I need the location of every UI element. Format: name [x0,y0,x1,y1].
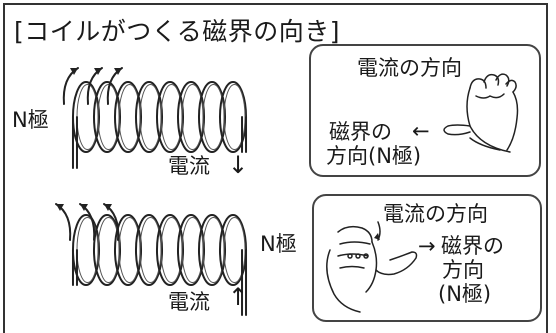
lower-coil-turn [176,214,206,286]
lower-current-label: 電流 [168,290,210,314]
right-hand-thumb-right-icon [326,221,418,313]
upper-coil-illustration [62,67,248,169]
upper-field-arrow-icon: ← [412,119,430,143]
upper-coil-turn [113,81,143,153]
upper-field-label-line2: 方向(N極) [326,144,422,168]
upper-hand-panel [309,44,541,177]
lower-field-arrowhead [104,204,112,211]
right-hand-thumb-left-icon [443,73,519,153]
lower-coil-turn [197,214,227,286]
upper-coil-turn [92,81,122,153]
lower-coil-turn [155,214,185,286]
lower-field-label-line3: (N極) [438,282,492,306]
lower-coil-turn [134,214,164,286]
upper-field-arrowhead [70,68,78,75]
upper-coil-turn [197,81,227,153]
upper-north-pole-label: N極 [12,108,49,132]
upper-current-direction-label: 電流の方向 [357,56,462,80]
lower-coil-turn-inner [223,217,246,283]
upper-coil-turn [176,81,206,153]
lower-current-arrow-icon: ↑ [228,283,249,311]
upper-current-arrow-icon: ↓ [228,151,249,179]
upper-coil-turn [134,81,164,153]
upper-field-label-line1: 磁界の [329,120,392,144]
upper-current-label: 電流 [168,154,210,178]
lower-field-arrowhead [80,204,88,211]
lower-field-arrowhead [56,204,64,211]
lower-field-label-line2: 方向 [442,258,484,282]
lower-north-pole-label: N極 [260,232,297,256]
lower-current-direction-label: 電流の方向 [383,202,488,226]
lower-coil-illustration [55,203,248,316]
upper-field-arrowhead [114,68,122,75]
upper-field-arrowhead [94,68,102,75]
lower-field-label-line1: 磁界の [441,234,504,258]
upper-coil-turn [155,81,185,153]
upper-coil-turn-inner [223,84,246,150]
lower-coil-turn [113,214,143,286]
lower-coil-turn [92,214,122,286]
lower-field-arrow-icon: → [418,234,436,258]
figure-title: [コイルがつくる磁界の向き] [14,17,341,46]
